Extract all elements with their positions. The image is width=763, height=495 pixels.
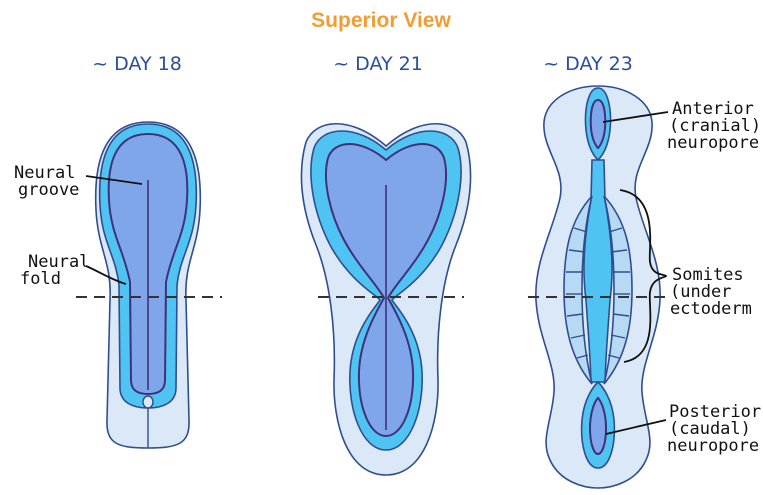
- posterior-label-line-3: neuropore: [667, 436, 759, 456]
- neural-groove-label-line-2: groove: [18, 180, 79, 200]
- day-23-label: ~ DAY 23: [543, 53, 633, 75]
- day-21-embryo: [301, 124, 470, 475]
- somites-label-line-3: ectoderm: [670, 299, 752, 319]
- posterior-neuropore-opening: [590, 398, 606, 454]
- anterior-neuropore-opening: [591, 100, 605, 148]
- anterior-label-line-3: neuropore: [667, 133, 759, 153]
- day-18-label: ~ DAY 18: [92, 53, 182, 75]
- day-21-label: ~ DAY 21: [333, 53, 423, 75]
- day-18-caudal-pit: [143, 396, 153, 408]
- day-18-embryo: [96, 122, 201, 448]
- day-23-embryo: [536, 86, 660, 488]
- diagram-title: Superior View: [311, 9, 451, 32]
- neural-fold-label-line-2: fold: [20, 269, 61, 289]
